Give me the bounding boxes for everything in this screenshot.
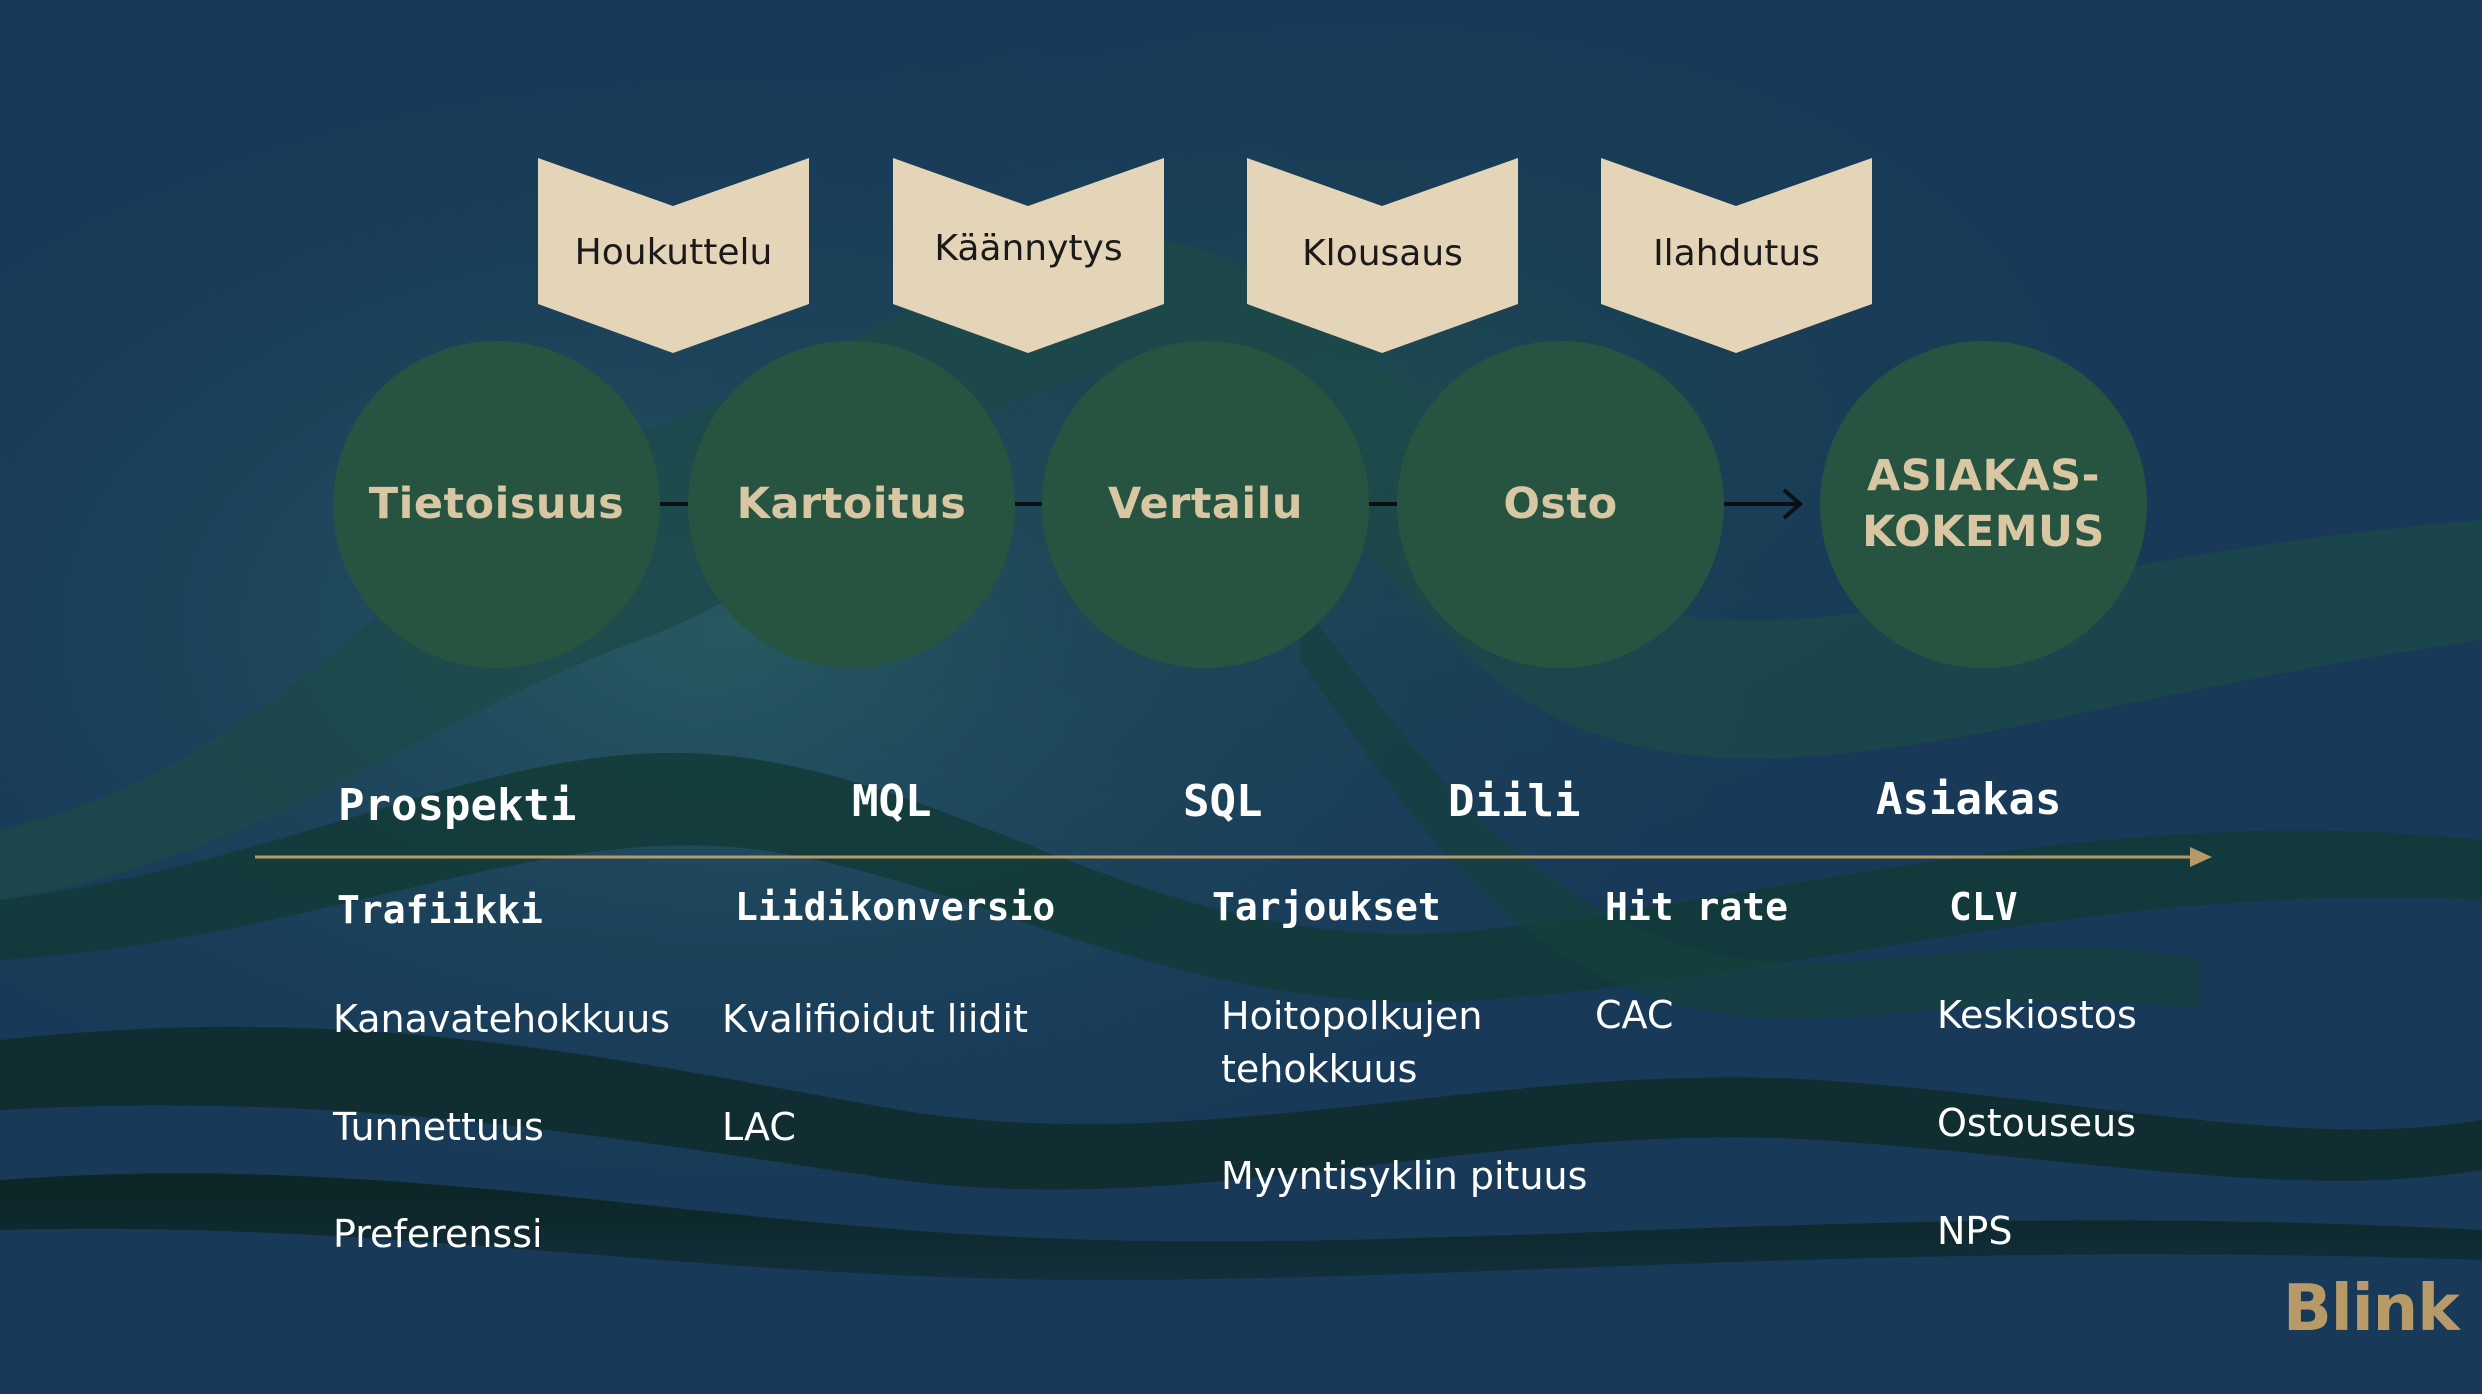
metric-item: NPS: [1937, 1209, 2013, 1253]
metric-heading-hit-rate: Hit rate: [1605, 885, 1789, 929]
stage-label-mql: MQL: [852, 776, 932, 827]
stage-label-prospekti: Prospekti: [338, 780, 577, 831]
circle-label: Kartoitus: [736, 478, 967, 529]
stage-circle-vertailu: Vertailu: [1042, 341, 1369, 668]
chevron-houkuttelu: Houkuttelu: [538, 158, 809, 353]
metric-heading-liidikonversio: Liidikonversio: [735, 885, 1056, 929]
metric-heading-tarjoukset: Tarjoukset: [1212, 885, 1441, 929]
stage-circle-osto: Osto: [1397, 341, 1724, 668]
metric-heading-clv: CLV: [1949, 885, 2018, 929]
stage-label-diili: Diili: [1448, 776, 1581, 827]
metric-item: Kanavatehokkuus: [333, 997, 671, 1041]
stage-label-sql: SQL: [1183, 776, 1263, 827]
stage-label-asiakas: Asiakas: [1876, 774, 2062, 825]
metric-item: LAC: [722, 1105, 796, 1149]
blink-logo: Blink: [2283, 1272, 2460, 1346]
circle-label: ASIAKAS- KOKEMUS: [1862, 450, 2105, 557]
chevron-kaannytys: Käännytys: [893, 158, 1164, 353]
metric-item: Preferenssi: [333, 1212, 543, 1256]
chevron-label: Klousaus: [1302, 233, 1463, 274]
chevron-label: Käännytys: [934, 228, 1123, 269]
stage-circle-kartoitus: Kartoitus: [688, 341, 1015, 668]
circle-label: Tietoisuus: [368, 478, 625, 529]
stage-circle-asiakaskokemus: ASIAKAS- KOKEMUS: [1820, 341, 2147, 668]
metric-item: Tunnettuus: [333, 1105, 544, 1149]
circle-label: Osto: [1503, 478, 1618, 529]
metric-item: Hoitopolkujen tehokkuus: [1221, 994, 1483, 1091]
chevron-label: Ilahdutus: [1653, 233, 1820, 274]
metric-heading-trafiikki: Trafiikki: [337, 888, 543, 932]
metric-item: Myyntisyklin pituus: [1221, 1154, 1588, 1198]
circle-label: Vertailu: [1108, 478, 1303, 529]
stage-circle-tietoisuus: Tietoisuus: [333, 341, 660, 668]
metric-item: Ostouseus: [1937, 1101, 2136, 1145]
chevron-ilahdutus: Ilahdutus: [1601, 158, 1872, 353]
metric-item: CAC: [1595, 993, 1674, 1037]
metric-item: Kvalifioidut liidit: [722, 997, 1028, 1041]
chevron-label: Houkuttelu: [574, 232, 773, 273]
chevron-klousaus: Klousaus: [1247, 158, 1518, 353]
metric-item: Keskiostos: [1937, 993, 2137, 1037]
